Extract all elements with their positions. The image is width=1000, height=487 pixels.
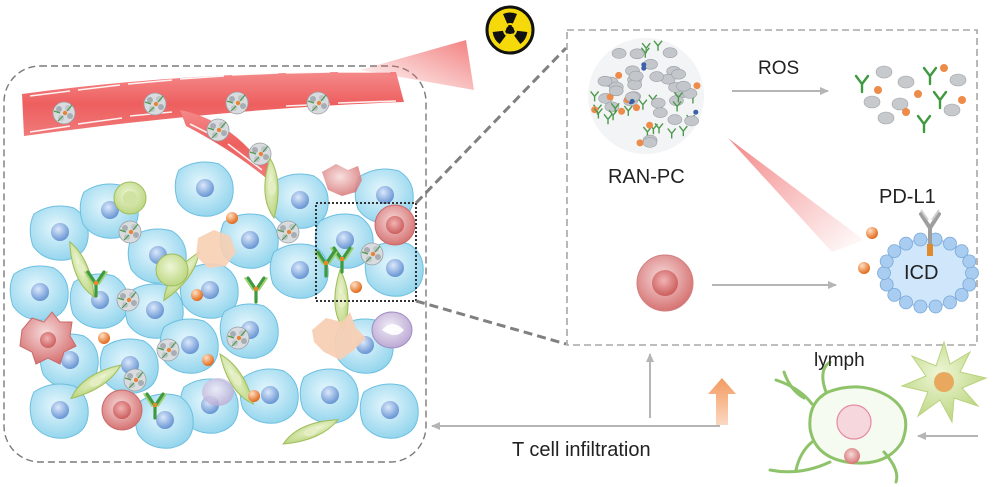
- t-cell-infiltration-label: T cell infiltration: [512, 439, 651, 461]
- radiation-beam: [360, 40, 474, 90]
- zoom-selection-box: [315, 202, 417, 302]
- mechanism-panel: [566, 29, 979, 346]
- icd-cell: [858, 209, 979, 314]
- lymph-node: [768, 360, 908, 484]
- radiation-hazard-icon: [485, 5, 535, 55]
- immune-cells: [19, 164, 416, 431]
- lymph-label: lymph: [814, 350, 865, 371]
- ran-pc-nanoparticle: [588, 38, 704, 154]
- dendritic-cell: [900, 340, 988, 424]
- ros-label: ROS: [758, 58, 800, 79]
- tumor-tissue-panel: [3, 65, 427, 463]
- icd-label: ICD: [904, 262, 939, 284]
- tumor-cell-irradiated: [636, 254, 694, 312]
- ran-pc-label: RAN-PC: [608, 166, 685, 188]
- pd-l1-label: PD-L1: [879, 186, 936, 208]
- zoom-connectors: [414, 46, 568, 346]
- degraded-products: [854, 64, 967, 134]
- lymph-migration-arrow: [708, 378, 736, 425]
- blood-vessel: [22, 71, 404, 178]
